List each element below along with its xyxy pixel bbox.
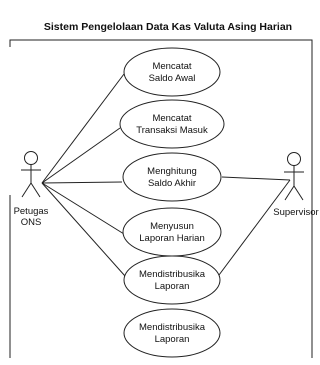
use-case-mendistribusikan-laporan-2: Mendistribusika Laporan	[123, 308, 221, 358]
use-case-label-line1: Mendistribusika	[139, 322, 206, 333]
use-case-ellipse	[119, 99, 225, 149]
use-case-ellipse	[123, 308, 221, 358]
use-case-mencatat-saldo-awal: Mencatat Saldo Awal	[123, 47, 221, 97]
association-line	[41, 182, 125, 235]
use-case-mendistribusikan-laporan: Mendistribusika Laporan	[123, 255, 221, 305]
use-case-label-line2: Laporan Harian	[139, 233, 205, 244]
use-case-ellipse	[122, 152, 222, 202]
use-case-label-line1: Mencatat	[152, 61, 191, 72]
use-case-menyusun-laporan-harian: Menyusun Laporan Harian	[122, 207, 222, 257]
association-line	[41, 181, 123, 184]
use-case-menghitung-saldo-akhir: Menghitung Saldo Akhir	[122, 152, 222, 202]
use-case-label-line1: Menyusun	[150, 221, 194, 232]
use-case-mencatat-transaksi-masuk: Mencatat Transaksi Masuk	[119, 99, 225, 149]
use-case-label-line1: Menghitung	[147, 166, 197, 177]
actor-supervisor-label: Supervisor	[273, 207, 318, 218]
association-line	[41, 73, 125, 184]
system-boundary	[9, 39, 313, 358]
use-case-label-line2: Saldo Akhir	[148, 178, 196, 189]
association-line	[41, 127, 121, 184]
use-case-label-line1: Mendistribusika	[139, 269, 206, 280]
use-case-ellipse	[123, 47, 221, 97]
actor-supervisor-icon	[284, 152, 304, 201]
use-case-label-line2: Laporan	[155, 281, 190, 292]
diagram-title: Sistem Pengelolaan Data Kas Valuta Asing…	[44, 21, 292, 33]
use-case-label-line2: Laporan	[155, 334, 190, 345]
actor-petugas-ons-label-line2: ONS	[21, 217, 42, 228]
use-case-label-line1: Mencatat	[152, 113, 191, 124]
use-case-ellipse	[123, 255, 221, 305]
associations-left	[41, 73, 126, 277]
actor-petugas-ons-label-line1: Petugas	[14, 206, 49, 217]
association-line	[221, 176, 291, 181]
use-case-label-line2: Transaksi Masuk	[136, 125, 208, 136]
association-line	[41, 182, 126, 277]
actor-petugas-ons-icon	[21, 151, 41, 198]
use-case-label-line2: Saldo Awal	[149, 73, 196, 84]
associations-right	[218, 176, 291, 276]
use-case-ellipse	[122, 207, 222, 257]
association-line	[218, 179, 291, 276]
